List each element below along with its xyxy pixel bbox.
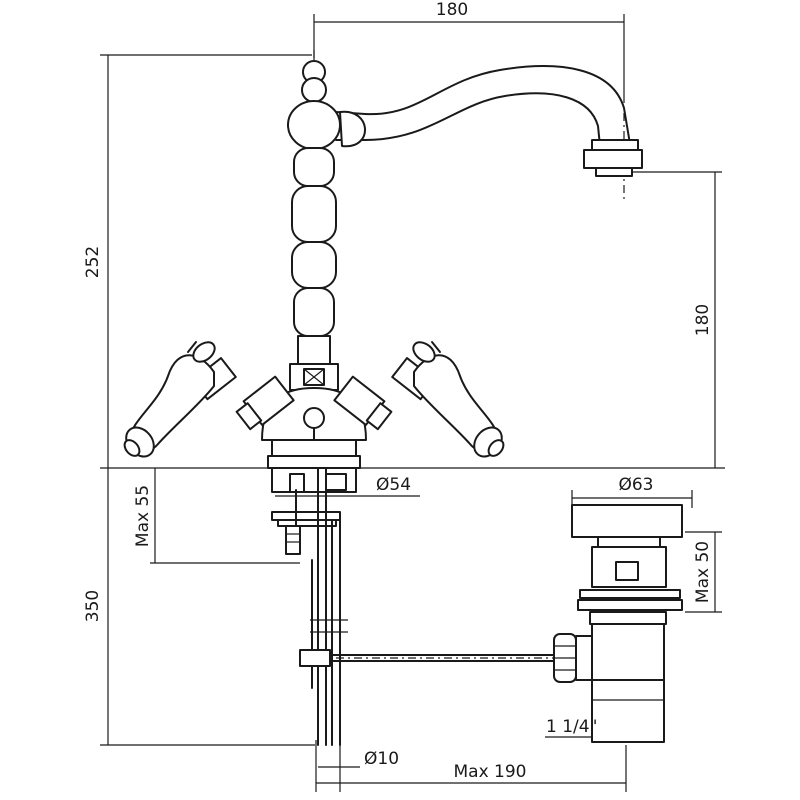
dim-max-rod-reach: Max 190 xyxy=(454,762,527,782)
dimension-lines xyxy=(100,14,725,792)
dim-spout-height: 180 xyxy=(693,304,713,336)
dimension-labels: 180 252 180 Ø54 Max 55 350 Ø63 Max 50 1 … xyxy=(83,0,713,782)
right-handle xyxy=(333,341,505,458)
dim-waste-thread: 1 1/4" xyxy=(546,717,597,737)
left-handle xyxy=(123,341,295,458)
dim-rod-diameter: Ø10 xyxy=(364,749,399,769)
dim-connector-diameter: Ø54 xyxy=(376,475,411,495)
dim-pipe-length: 350 xyxy=(83,590,103,622)
dim-max-deck-waste: Max 50 xyxy=(693,541,713,603)
dim-waste-diameter: Ø63 xyxy=(618,475,653,495)
under-deck-assembly xyxy=(271,467,557,746)
dim-top-width: 180 xyxy=(436,0,468,20)
pop-up-waste xyxy=(553,504,683,743)
dim-total-height: 252 xyxy=(83,246,103,278)
dim-max-deck-tap: Max 55 xyxy=(133,485,153,547)
